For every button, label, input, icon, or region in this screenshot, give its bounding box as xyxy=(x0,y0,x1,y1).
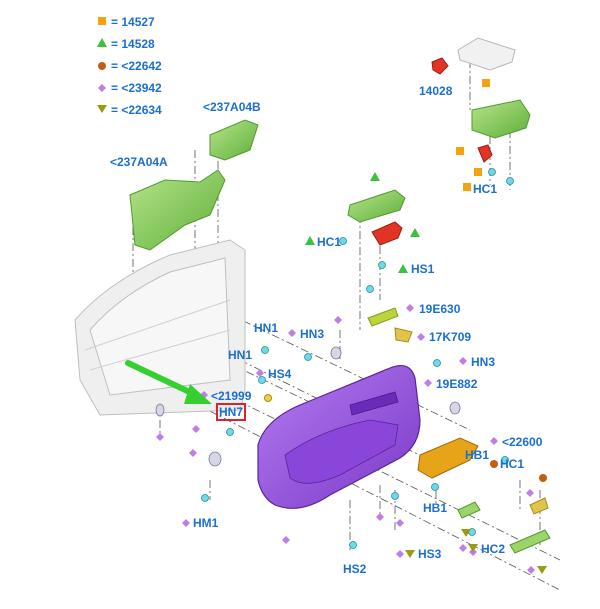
callout-hs2[interactable]: HS2 xyxy=(343,562,367,576)
legend-item-olive-triangle: = <22634 xyxy=(111,103,162,117)
callout-21999[interactable]: <21999 xyxy=(211,389,252,403)
pad-yellow[interactable] xyxy=(529,497,549,515)
callout-hc1-top[interactable]: HC1 xyxy=(473,182,498,196)
callout-hn1-a[interactable]: HN1 xyxy=(254,321,279,335)
callout-19e630[interactable]: 19E630 xyxy=(419,302,461,316)
trim-cover-grey[interactable] xyxy=(457,37,516,71)
legend-item-green-triangle: = 14528 xyxy=(111,37,155,51)
legend-item-purple-diamond: = <23942 xyxy=(111,81,162,95)
callout-hb1-b[interactable]: HB1 xyxy=(423,501,448,515)
screws-grey xyxy=(155,346,461,467)
callout-237a04b[interactable]: <237A04B xyxy=(203,100,261,114)
foam-pad-a[interactable] xyxy=(129,169,226,251)
callout-hn3-a[interactable]: HN3 xyxy=(300,327,325,341)
callout-hm1[interactable]: HM1 xyxy=(193,516,219,530)
callout-hs4[interactable]: HS4 xyxy=(268,367,292,381)
handle-red[interactable] xyxy=(371,221,403,246)
callout-19e882[interactable]: 19E882 xyxy=(436,377,478,391)
callout-hn1-b[interactable]: HN1 xyxy=(228,348,253,362)
clip-red-a[interactable] xyxy=(431,57,449,75)
clip-yellow[interactable] xyxy=(394,327,413,343)
callout-237a04a[interactable]: <237A04A xyxy=(110,155,168,169)
highlight-arrow xyxy=(125,360,212,404)
callout-17k709[interactable]: 17K709 xyxy=(429,330,472,344)
speaker-bracket-orange[interactable] xyxy=(417,437,479,479)
panel-pocket xyxy=(284,419,399,484)
callout-14028[interactable]: 14028 xyxy=(419,84,453,98)
bracket-green-top[interactable] xyxy=(471,99,531,139)
part-symbols xyxy=(156,79,547,574)
trim-strip-olive[interactable] xyxy=(367,307,399,327)
callout-22600[interactable]: <22600 xyxy=(502,435,543,449)
door-shell xyxy=(74,239,246,416)
fasteners xyxy=(201,168,514,549)
panel-handle-recess xyxy=(349,391,399,416)
callout-hc1-left[interactable]: HC1 xyxy=(317,235,342,249)
fastener-yellow xyxy=(264,394,272,402)
bracket-green-long[interactable] xyxy=(509,529,551,554)
switch-bezel-green[interactable] xyxy=(347,189,406,223)
callout-hc1-right[interactable]: HC1 xyxy=(500,457,525,471)
callout-hs1[interactable]: HS1 xyxy=(411,262,435,276)
clip-red-b[interactable] xyxy=(477,144,493,163)
bracket-green-small[interactable] xyxy=(457,501,481,519)
legend-item-brown-circle: = <22642 xyxy=(111,59,162,73)
callout-hs3[interactable]: HS3 xyxy=(418,547,442,561)
legend-symbols xyxy=(97,17,107,113)
foam-pad-b[interactable] xyxy=(209,119,259,161)
callout-hc2[interactable]: HC2 xyxy=(481,542,506,556)
legend-item-orange-square: = 14527 xyxy=(111,15,155,29)
callout-hb1-a[interactable]: HB1 xyxy=(465,448,490,462)
callout-hn7-highlighted[interactable]: HN7 xyxy=(215,403,247,421)
callout-hn3-b[interactable]: HN3 xyxy=(471,355,496,369)
